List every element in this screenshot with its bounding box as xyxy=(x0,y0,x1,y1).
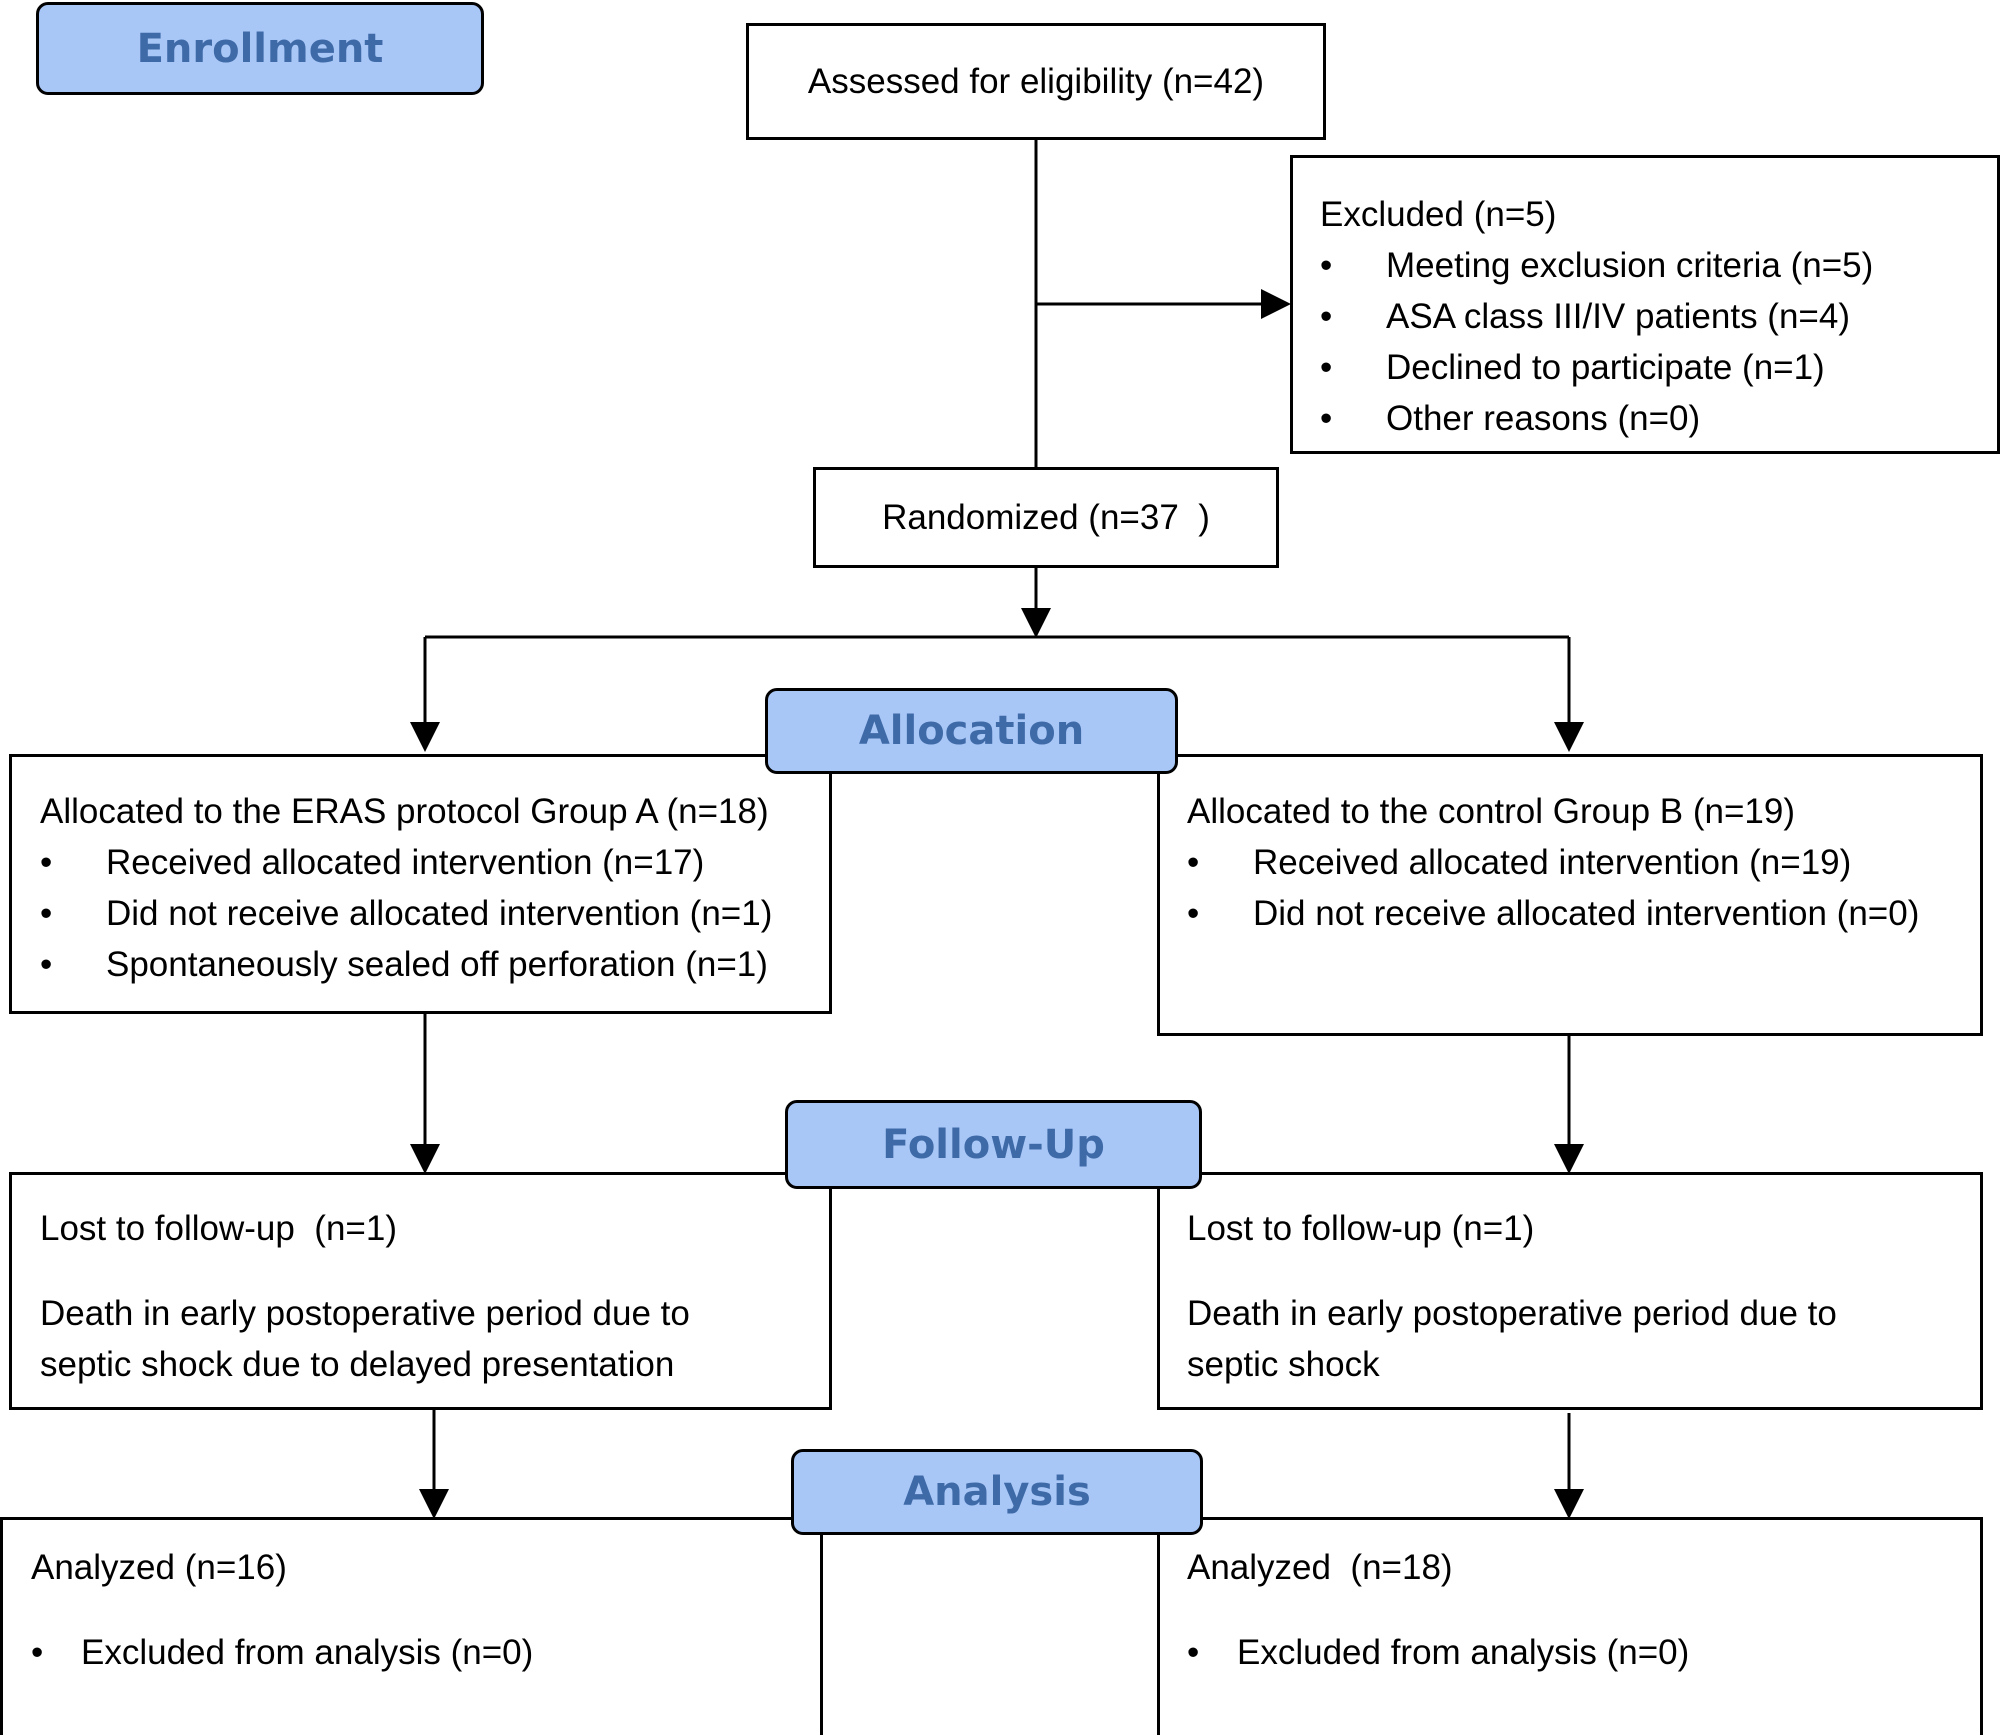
followup-group-b-reason: Death in early postoperative period due … xyxy=(1187,1294,1837,1333)
stage-allocation-label: Allocation xyxy=(858,708,1085,754)
allocation-group-b-box: Allocated to the control Group B (n=19) … xyxy=(1157,754,1983,1036)
allocation-group-b-item: Did not receive allocated intervention (… xyxy=(1187,888,1980,939)
allocation-group-b-item: Received allocated intervention (n=19) xyxy=(1187,837,1980,888)
randomized-text: Randomized (n=37 ) xyxy=(882,498,1210,537)
followup-group-a-box: Lost to follow-up (n=1) Death in early p… xyxy=(9,1172,832,1410)
stage-follow-up: Follow-Up xyxy=(785,1100,1202,1189)
stage-analysis-label: Analysis xyxy=(903,1469,1091,1515)
analysis-group-b-box: Analyzed (n=18) Excluded from analysis (… xyxy=(1157,1517,1983,1735)
excluded-box: Excluded (n=5) Meeting exclusion criteri… xyxy=(1290,155,2000,454)
allocation-group-a-item: Spontaneously sealed off perforation (n=… xyxy=(40,939,829,990)
stage-follow-up-label: Follow-Up xyxy=(882,1121,1105,1168)
allocation-group-a-item: Received allocated intervention (n=17) xyxy=(40,837,829,888)
analysis-group-a-item: Excluded from analysis (n=0) xyxy=(31,1627,820,1678)
assessed-text: Assessed for eligibility (n=42) xyxy=(807,62,1265,101)
assessed-box: Assessed for eligibility (n=42) xyxy=(746,23,1326,140)
followup-group-a-reason: septic shock due to delayed presentation xyxy=(40,1345,675,1384)
excluded-item: Meeting exclusion criteria (n=5) xyxy=(1320,240,1997,291)
stage-enrollment: Enrollment xyxy=(36,2,484,95)
excluded-title: Excluded (n=5) xyxy=(1320,195,1557,234)
followup-group-b-reason: septic shock xyxy=(1187,1345,1380,1384)
followup-group-b-box: Lost to follow-up (n=1) Death in early p… xyxy=(1157,1172,1983,1410)
analysis-group-b-title: Analyzed (n=18) xyxy=(1187,1548,1453,1587)
allocation-group-a-box: Allocated to the ERAS protocol Group A (… xyxy=(9,754,832,1014)
followup-group-b-lost: Lost to follow-up (n=1) xyxy=(1187,1209,1535,1248)
allocation-group-b-title: Allocated to the control Group B (n=19) xyxy=(1187,792,1795,831)
randomized-box: Randomized (n=37 ) xyxy=(813,467,1279,568)
analysis-group-a-box: Analyzed (n=16) Excluded from analysis (… xyxy=(0,1517,823,1735)
excluded-item: ASA class III/IV patients (n=4) xyxy=(1320,291,1997,342)
allocation-group-a-title: Allocated to the ERAS protocol Group A (… xyxy=(40,792,769,831)
excluded-item: Other reasons (n=0) xyxy=(1320,393,1997,444)
followup-group-a-lost: Lost to follow-up (n=1) xyxy=(40,1209,397,1248)
excluded-item: Declined to participate (n=1) xyxy=(1320,342,1997,393)
allocation-group-a-item: Did not receive allocated intervention (… xyxy=(40,888,829,939)
stage-allocation: Allocation xyxy=(765,688,1178,774)
followup-group-a-reason: Death in early postoperative period due … xyxy=(40,1294,690,1333)
stage-analysis: Analysis xyxy=(791,1449,1203,1535)
stage-enrollment-label: Enrollment xyxy=(136,25,384,72)
analysis-group-b-item: Excluded from analysis (n=0) xyxy=(1187,1627,1980,1678)
analysis-group-a-title: Analyzed (n=16) xyxy=(31,1548,287,1587)
